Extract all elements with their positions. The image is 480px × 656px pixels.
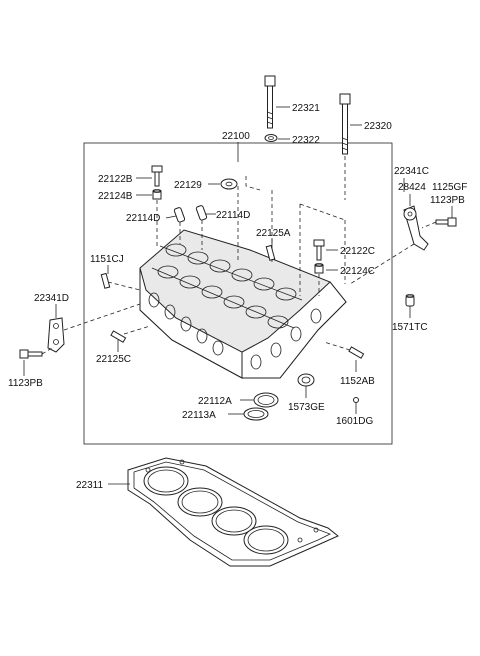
dowel-22114D-left-shape — [173, 207, 186, 223]
label-22124B: 22124B — [98, 191, 133, 202]
bolt-1123PB-right-shape — [435, 217, 457, 227]
bracket-22341C-shape — [403, 205, 429, 251]
label-22122B: 22122B — [98, 174, 133, 185]
cylinder-head-shape — [139, 229, 347, 379]
bolt-22122B-shape — [151, 165, 163, 187]
label-28424: 28424 — [398, 182, 426, 193]
head-gasket-22311-shape — [127, 457, 339, 567]
washer-22322-shape — [264, 134, 278, 142]
label-1601DG: 1601DG — [336, 416, 373, 427]
gasket-22112A-shape — [253, 392, 279, 408]
cap-22129-shape — [220, 178, 238, 190]
head-bolt-22320-shape — [339, 93, 351, 155]
bolt-1123PB-left-shape — [19, 349, 43, 359]
stud-1152AB-shape — [348, 346, 365, 359]
label-22112A: 22112A — [198, 396, 232, 407]
label-22322: 22322 — [292, 135, 320, 146]
label-22100: 22100 — [222, 131, 250, 142]
head-bolt-22321-shape — [264, 75, 276, 129]
label-1123PB-left: 1123PB — [8, 378, 43, 389]
label-1573GE: 1573GE — [288, 402, 325, 413]
label-22321: 22321 — [292, 103, 320, 114]
label-22311: 22311 — [76, 480, 104, 491]
label-22125C: 22125C — [96, 354, 131, 365]
label-22124C: 22124C — [340, 266, 375, 277]
stud-22125A-shape — [265, 244, 276, 261]
label-22129: 22129 — [174, 180, 202, 191]
sleeve-22124B-shape — [152, 189, 162, 200]
bolt-22122C-shape — [313, 239, 325, 261]
label-22122C: 22122C — [340, 246, 375, 257]
label-22114D-right: 22114D — [216, 210, 250, 221]
dowel-22114D-right-shape — [195, 205, 208, 221]
label-22341C: 22341C — [394, 166, 429, 177]
label-22125A: 22125A — [256, 228, 291, 239]
pin-1601DG-shape — [353, 397, 359, 403]
stud-22125C-shape — [110, 330, 127, 343]
label-1123PB-right: 1123PB — [430, 195, 465, 206]
label-22114D-left: 22114D — [126, 213, 160, 224]
bracket-22341D-shape — [47, 317, 65, 353]
stud-1151CJ-shape — [100, 272, 111, 289]
seal-1573GE-shape — [297, 373, 315, 387]
label-1152AB: 1152AB — [340, 376, 375, 387]
label-22341D: 22341D — [34, 293, 69, 304]
plug-1571TC-shape — [405, 294, 415, 307]
label-22320: 22320 — [364, 121, 392, 132]
label-1125GF: 1125GF — [432, 182, 467, 193]
label-1571TC: 1571TC — [392, 322, 428, 333]
sleeve-22124C-shape — [314, 263, 324, 274]
label-1151CJ: 1151CJ — [90, 254, 124, 265]
gasket-22113A-shape — [243, 407, 269, 421]
label-22113A: 22113A — [182, 410, 216, 421]
